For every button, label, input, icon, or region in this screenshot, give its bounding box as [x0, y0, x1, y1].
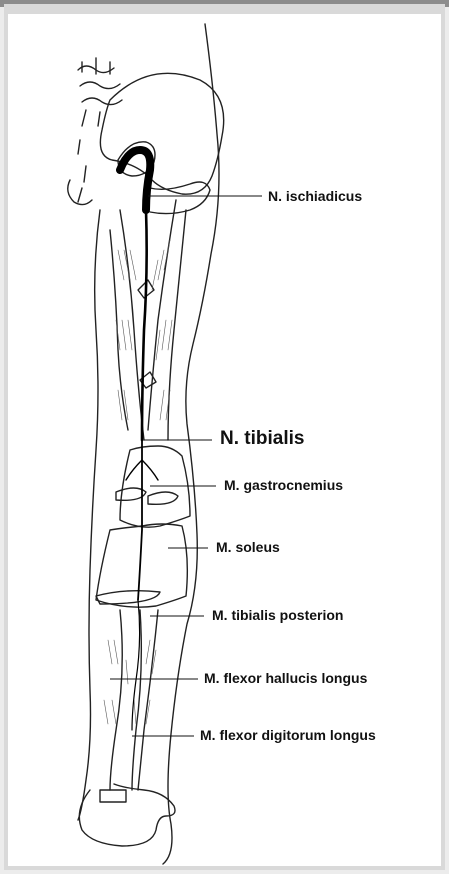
label-ischiadicus: N. ischiadicus [268, 188, 362, 204]
label-soleus: M. soleus [216, 539, 280, 555]
label-flexor-hallucis: M. flexor hallucis longus [204, 670, 367, 686]
label-flexor-digitorum: M. flexor digitorum longus [200, 727, 376, 743]
vertebrae-sketch [68, 58, 122, 205]
body-outline-left [78, 210, 100, 820]
label-tibialis: N. tibialis [220, 428, 304, 450]
label-gastrocnemius: M. gastrocnemius [224, 477, 343, 493]
foot-sketch [79, 784, 175, 846]
label-tibialis-posterion: M. tibialis posterion [212, 607, 343, 623]
pelvis-outline [100, 73, 223, 194]
gastrocnemius-sketch [120, 446, 190, 527]
